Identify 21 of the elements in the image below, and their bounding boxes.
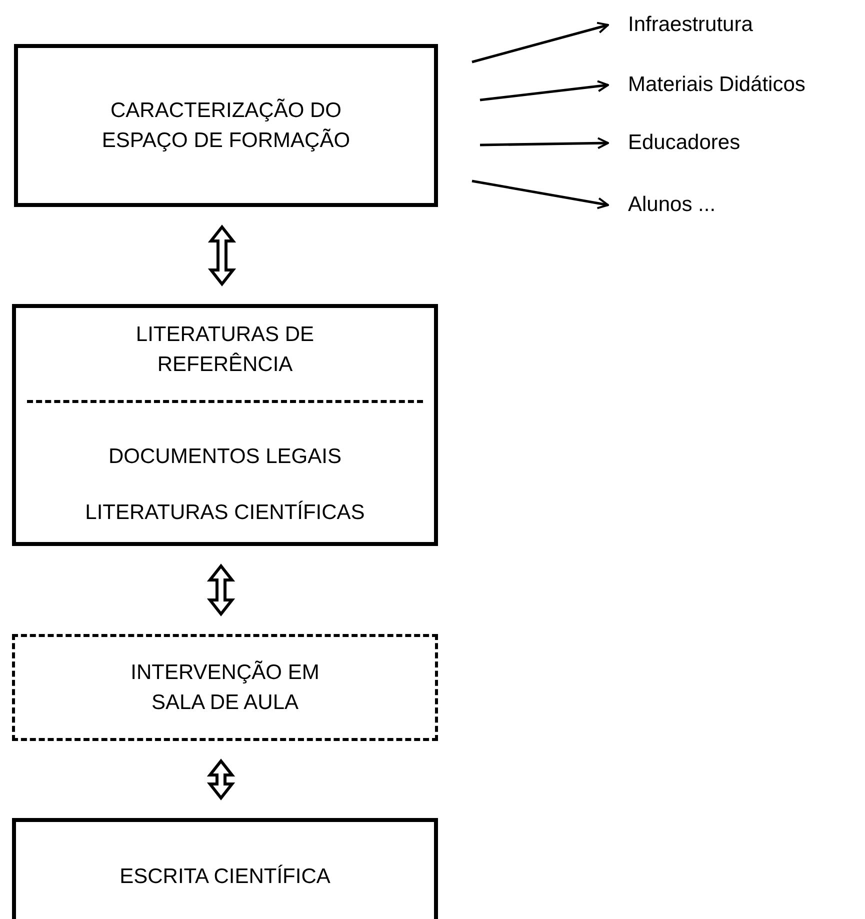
box-item: DOCUMENTOS LEGAIS: [108, 444, 342, 470]
process-box: [12, 634, 438, 741]
arrow: [480, 137, 609, 150]
item-label: Infraestrutura: [628, 9, 753, 41]
box-heading: LITERATURAS DE REFERÊNCIA: [134, 322, 316, 378]
process-box: [12, 304, 438, 546]
double-arrow: [208, 224, 236, 286]
item-label: Alunos ...: [628, 189, 716, 221]
box-text: ESCRITA CIENTÍFICA: [118, 864, 332, 890]
double-arrow: [206, 758, 236, 800]
arrow: [480, 80, 609, 102]
arrow: [472, 180, 609, 210]
box-item: LITERATURAS CIENTÍFICAS: [85, 500, 365, 526]
item-label: Educadores: [628, 127, 740, 159]
process-box: [12, 818, 438, 919]
box-text: CARACTERIZAÇÃO DO ESPAÇO DE FORMAÇÃO: [100, 98, 352, 154]
process-box: [14, 44, 438, 207]
item-label: Materiais Didáticos: [628, 69, 806, 101]
double-arrow: [206, 564, 236, 616]
box-text: INTERVENÇÃO EM SALA DE AULA: [130, 660, 320, 716]
arrow: [472, 22, 609, 64]
